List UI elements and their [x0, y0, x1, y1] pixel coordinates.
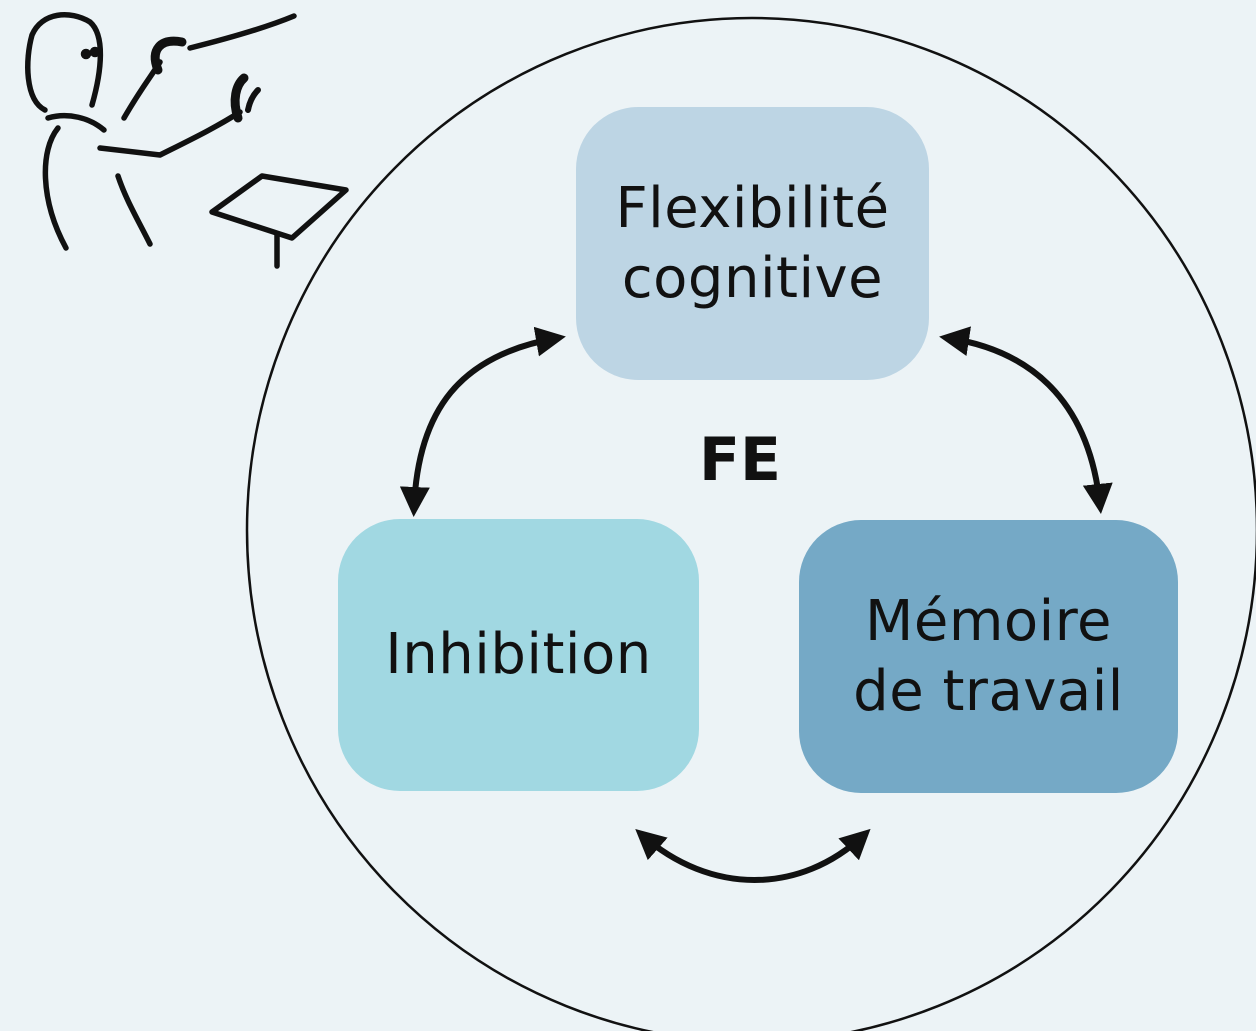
- node-flexibilite-cognitive: Flexibilité cognitive: [576, 107, 929, 380]
- node-inhibition-label: Inhibition: [385, 622, 652, 687]
- node-memoire-de-travail: Mémoire de travail: [799, 520, 1178, 793]
- arrow-inhibition-memory: [635, 828, 871, 883]
- arrow-flexibility-inhibition: [399, 326, 566, 517]
- node-inhibition: Inhibition: [338, 519, 699, 791]
- node-flexibilite-label-line1: Flexibilité: [615, 175, 890, 241]
- arrow-flexibility-memory: [939, 326, 1113, 514]
- node-flexibilite-label-line2: cognitive: [621, 245, 884, 311]
- conductor-sketch-icon: [25, 12, 349, 269]
- node-memoire-label-line1: Mémoire: [865, 588, 1112, 654]
- node-memoire-label-line2: de travail: [853, 658, 1124, 724]
- center-label-fe: FE: [699, 425, 781, 495]
- executive-functions-circle: [245, 16, 1256, 1031]
